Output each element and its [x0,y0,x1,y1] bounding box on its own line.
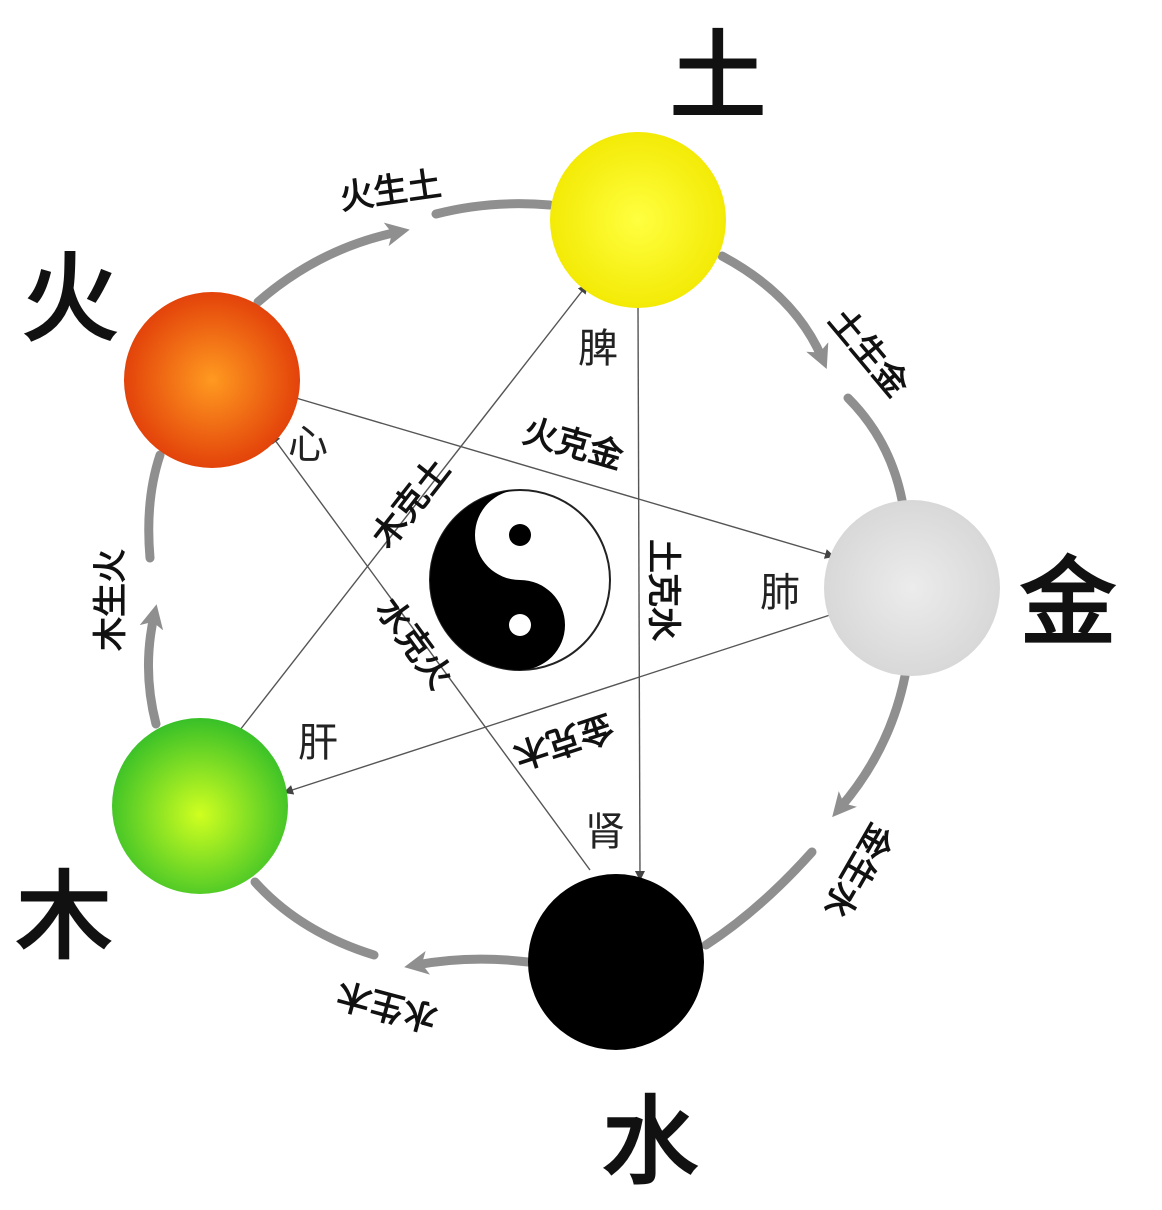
arc-water-wood [250,877,379,960]
line-earth-water [634,305,645,881]
organ-spleen: 脾 [578,326,618,372]
organ-heart: 心 [288,422,328,468]
line-water-fire [270,433,591,871]
wood-circle [112,718,288,894]
metal-generates-water: 金生水 [814,815,901,925]
metal-label: 金 [1019,547,1117,659]
earth-circle [550,132,726,308]
fire-label: 火 [22,243,118,355]
arrow-metal-water [832,671,910,818]
water-circle [528,874,704,1050]
arrow-fire-earth [253,222,410,307]
fire-generates-earth: 火生土 [337,164,444,218]
water-label: 水 [602,1086,699,1198]
arc-earth-metal [843,393,907,505]
earth-label: 土 [670,21,766,133]
wood-generates-fire: 木生火 [91,549,131,652]
line-wood-earth [239,283,588,731]
metal-circle [824,500,1000,676]
yin-yang-icon [429,489,611,671]
earth-generates-metal: 土生金 [820,301,917,406]
organ-kidney: 肾 [585,809,625,855]
line-fire-metal [295,397,835,559]
wood-label: 木 [16,861,112,973]
water-generates-wood: 水生木 [333,973,442,1038]
organ-lung: 肺 [760,570,800,616]
arc-wood-fire [144,450,165,563]
metal-controls-wood: 金克木 [509,705,619,775]
controlling-star [239,283,835,881]
line-metal-wood [283,614,831,795]
fire-circle [124,292,300,468]
organ-liver: 肝 [298,720,338,766]
arc-fire-earth [431,199,555,219]
earth-controls-water: 土克水 [643,539,683,642]
arrow-wood-fire [139,604,164,729]
generating-cycle [139,199,910,975]
arc-metal-water [701,847,817,950]
arrow-earth-metal [717,251,829,370]
arrow-water-wood [404,951,533,975]
